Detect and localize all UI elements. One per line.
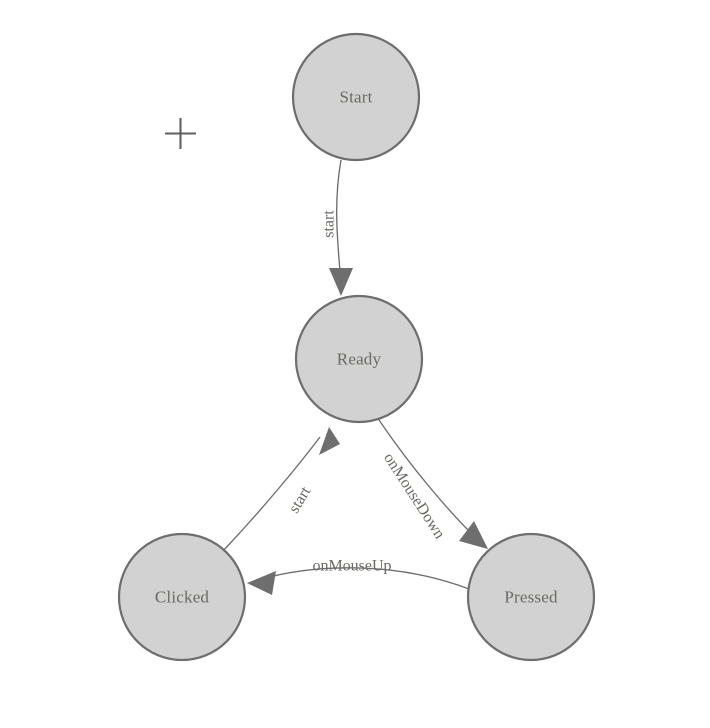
node-label-clicked: Clicked — [155, 588, 210, 607]
edge-label-pressed-to-clicked: onMouseUp — [312, 558, 391, 575]
node-clicked[interactable]: Clicked — [117, 532, 247, 662]
node-label-start: Start — [339, 88, 372, 107]
node-pressed[interactable]: Pressed — [466, 532, 596, 662]
nodes-layer: Start Ready Clicked Pressed — [117, 32, 596, 662]
edge-arrowhead-clicked-to-ready — [319, 427, 340, 455]
edge-arrowhead-ready-to-pressed — [459, 521, 488, 549]
node-circle-ready[interactable] — [294, 294, 424, 424]
node-label-pressed: Pressed — [504, 588, 558, 607]
node-circle-clicked[interactable] — [117, 532, 247, 662]
edge-path-clicked-to-ready — [221, 436, 321, 553]
edge-clicked-to-ready[interactable]: start — [221, 427, 340, 553]
edge-label-start-to-ready: start — [321, 210, 338, 238]
node-start[interactable]: Start — [291, 32, 421, 162]
edge-ready-to-pressed[interactable]: onMouseDown — [376, 416, 488, 549]
edge-label-clicked-to-ready: start — [286, 483, 315, 516]
plus-marker-icon — [165, 118, 196, 149]
node-circle-pressed[interactable] — [466, 532, 596, 662]
edge-start-to-ready[interactable]: start — [321, 159, 354, 296]
edge-pressed-to-clicked[interactable]: onMouseUp — [247, 558, 470, 596]
edge-path-pressed-to-clicked — [257, 567, 470, 590]
edge-arrowhead-pressed-to-clicked — [247, 571, 276, 595]
node-label-ready: Ready — [337, 350, 382, 369]
node-circle-start[interactable] — [291, 32, 421, 162]
edge-arrowhead-start-to-ready — [329, 268, 353, 296]
node-ready[interactable]: Ready — [294, 294, 424, 424]
edge-label-ready-to-pressed: onMouseDown — [380, 450, 448, 542]
